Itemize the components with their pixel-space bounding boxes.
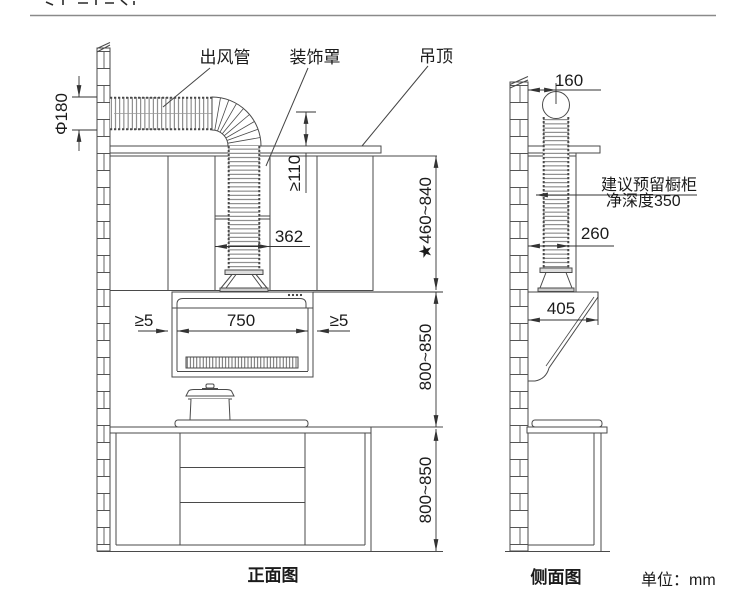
side-view-drawing xyxy=(505,76,697,552)
dim-counter-height: 800~850 xyxy=(416,456,435,524)
front-view-caption: 正面图 xyxy=(247,566,299,585)
front-view-drawing xyxy=(72,42,443,552)
front-brick-wall xyxy=(96,42,111,552)
outlet-duct-vertical xyxy=(227,146,261,270)
hood-control-buttons xyxy=(287,293,303,297)
countertop-side xyxy=(526,426,608,434)
duct-funnel xyxy=(219,269,269,292)
dim-wall-to-pipe-center: 160 xyxy=(554,71,584,90)
side-dimension-lines xyxy=(528,83,697,323)
side-duct-funnel xyxy=(537,267,575,292)
cropped-page-title-fragments xyxy=(45,0,135,6)
duct-elbow xyxy=(211,96,262,147)
side-view-caption: 侧面图 xyxy=(530,568,582,587)
label-decor-cover: 装饰罩 xyxy=(289,48,341,67)
label-outlet-pipe: 出风管 xyxy=(199,48,251,67)
dim-pipe-diameter: Φ180 xyxy=(52,93,71,135)
front-dimension-lines xyxy=(72,76,443,551)
cooktop-front xyxy=(174,419,309,428)
base-cabinet-front xyxy=(97,426,443,552)
pot xyxy=(185,383,235,421)
dim-hood-to-counter: 800~850 xyxy=(416,323,435,391)
dim-gap-right: ≥5 xyxy=(329,311,349,330)
dim-ceiling-to-hood: ★460~840 xyxy=(416,177,435,259)
side-brick-wall xyxy=(509,76,529,552)
hood-grille xyxy=(185,356,299,369)
units-label: 单位：mm xyxy=(641,572,716,589)
note-cabinet-depth-line2: 净深度350 xyxy=(606,193,681,210)
dim-cover-width: 362 xyxy=(274,227,304,246)
base-cabinet-side xyxy=(505,433,610,552)
dim-wall-to-pipe-front: 260 xyxy=(580,224,610,243)
side-duct xyxy=(542,117,570,268)
label-ceiling: 吊顶 xyxy=(419,47,453,66)
leader-lines-front xyxy=(162,65,429,167)
dim-hood-depth: 405 xyxy=(546,299,576,318)
dim-gap-left: ≥5 xyxy=(134,311,154,330)
range-hood-front xyxy=(171,291,314,378)
note-cabinet-depth-line1: 建议预留橱柜 xyxy=(601,177,698,194)
outlet-duct-horizontal xyxy=(110,96,246,131)
cooktop-side xyxy=(531,419,603,428)
dim-ceiling-clearance: ≥110 xyxy=(285,154,304,192)
dim-hood-width: 750 xyxy=(226,311,256,330)
